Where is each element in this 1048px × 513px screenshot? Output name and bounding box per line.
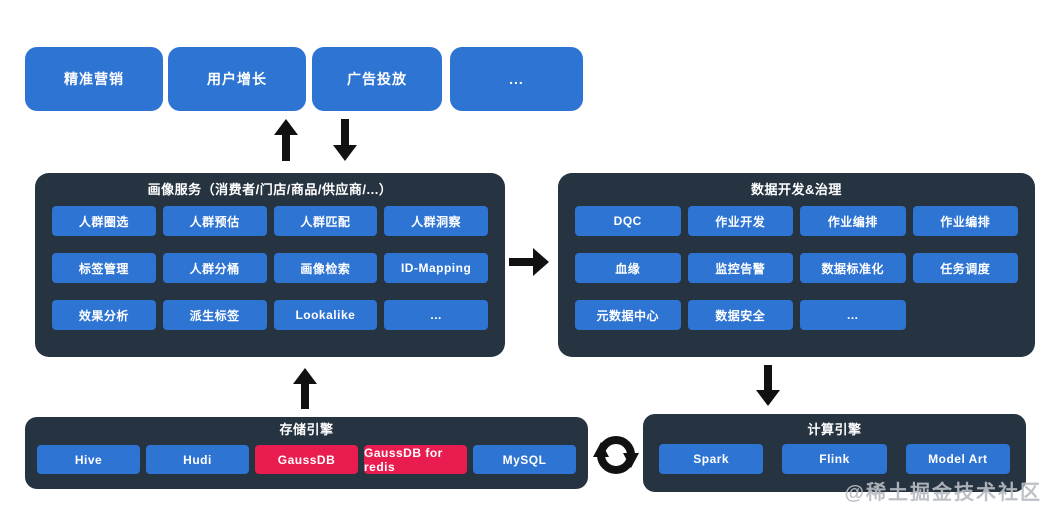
node-lineage: 血缘 <box>575 253 681 283</box>
node-datadev-more: ... <box>800 300 906 330</box>
node-mysql: MySQL <box>473 445 576 474</box>
node-portrait-more: ... <box>384 300 488 330</box>
node-dqc: DQC <box>575 206 681 236</box>
node-metadata-center: 元数据中心 <box>575 300 681 330</box>
storage-title: 存储引擎 <box>279 422 334 437</box>
node-portrait-search: 画像检索 <box>273 253 378 283</box>
node-gaussdb: GaussDB <box>255 445 358 474</box>
node-spark: Spark <box>659 444 764 474</box>
node-id-mapping: ID-Mapping <box>384 253 488 283</box>
down-arrow-compute-icon <box>756 365 780 406</box>
app-box-user-growth: 用户增长 <box>168 47 306 111</box>
sync-cycle-icon <box>589 428 643 482</box>
node-data-standardization: 数据标准化 <box>800 253 906 283</box>
watermark-text: @稀土掘金技术社区 <box>844 482 1042 504</box>
node-job-orchestration-2: 作业编排 <box>912 206 1018 236</box>
node-crowd-bucket: 人群分桶 <box>162 253 267 283</box>
node-data-security: 数据安全 <box>687 300 793 330</box>
node-monitoring-alerts: 监控告警 <box>687 253 793 283</box>
compute-title: 计算引擎 <box>807 422 862 437</box>
node-lookalike: Lookalike <box>273 300 378 330</box>
data-dev-title: 数据开发&治理 <box>751 182 842 197</box>
portrait-service-panel: 画像服务（消费者/门店/商品/供应商/...） 人群圈选 人群预估 人群匹配 人… <box>35 173 505 357</box>
node-tag-management: 标签管理 <box>52 253 156 283</box>
storage-grid: Hive Hudi GaussDB GaussDB for redis MySQ… <box>37 445 576 474</box>
compute-panel: 计算引擎 Spark Flink Model Art <box>643 414 1026 492</box>
node-hive: Hive <box>37 445 140 474</box>
node-job-orchestration-1: 作业编排 <box>800 206 906 236</box>
node-gaussdb-for-redis: GaussDB for redis <box>364 445 467 474</box>
storage-panel: 存储引擎 Hive Hudi GaussDB GaussDB for redis… <box>25 417 588 489</box>
node-crowd-estimate: 人群预估 <box>162 206 267 236</box>
portrait-service-title: 画像服务（消费者/门店/商品/供应商/...） <box>147 182 393 197</box>
node-flink: Flink <box>782 444 887 474</box>
up-arrow-icon <box>274 119 298 161</box>
up-arrow-storage-icon <box>293 368 317 409</box>
app-box-precision-marketing: 精准营销 <box>25 47 163 111</box>
node-crowd-match: 人群匹配 <box>273 206 378 236</box>
app-box-more: ... <box>450 47 583 111</box>
down-arrow-icon <box>333 119 357 161</box>
data-dev-panel: 数据开发&治理 DQC 作业开发 作业编排 作业编排 血缘 监控告警 数据标准化… <box>558 173 1035 357</box>
node-model-art: Model Art <box>905 444 1010 474</box>
node-crowd-selection: 人群圈选 <box>52 206 156 236</box>
node-hudi: Hudi <box>146 445 249 474</box>
data-dev-grid: DQC 作业开发 作业编排 作业编排 血缘 监控告警 数据标准化 任务调度 元数… <box>575 206 1018 330</box>
node-job-development: 作业开发 <box>687 206 793 236</box>
node-task-scheduling: 任务调度 <box>912 253 1018 283</box>
right-arrow-icon <box>509 248 549 276</box>
node-derived-tags: 派生标签 <box>162 300 267 330</box>
node-effect-analysis: 效果分析 <box>52 300 156 330</box>
node-crowd-insight: 人群洞察 <box>384 206 488 236</box>
compute-grid: Spark Flink Model Art <box>659 444 1010 474</box>
portrait-service-grid: 人群圈选 人群预估 人群匹配 人群洞察 标签管理 人群分桶 画像检索 ID-Ma… <box>52 206 488 330</box>
app-box-ad-delivery: 广告投放 <box>312 47 442 111</box>
